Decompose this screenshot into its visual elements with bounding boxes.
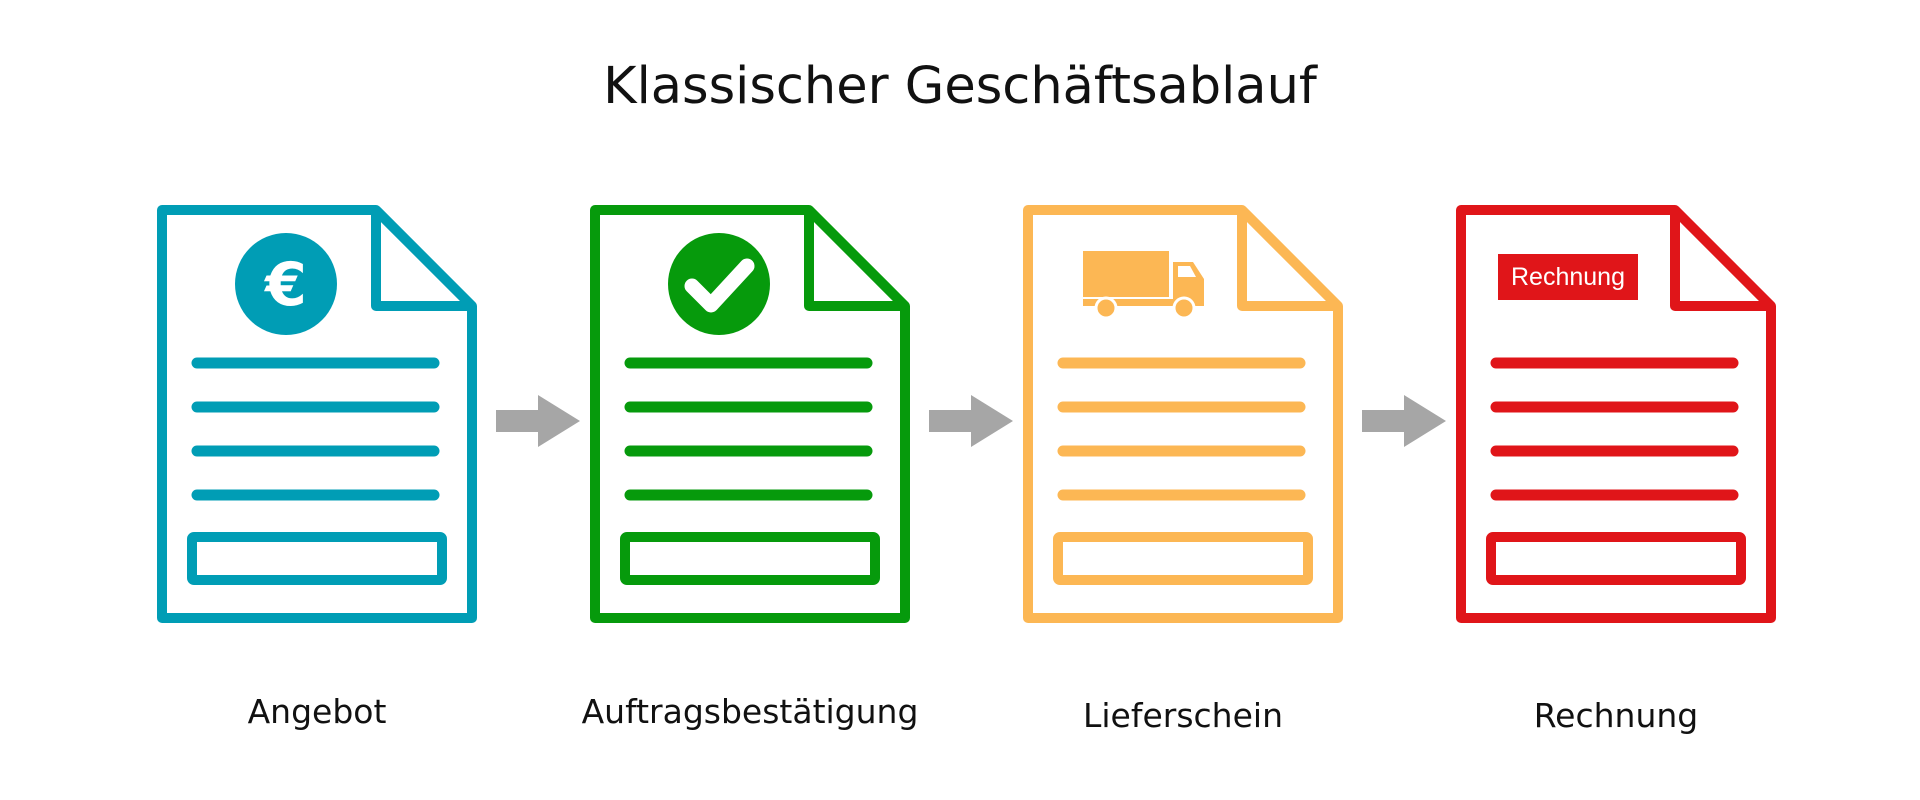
page-title: Klassischer Geschäftsablauf — [603, 57, 1317, 116]
checkmark-icon — [668, 233, 770, 335]
arrow-right-icon — [929, 395, 1013, 447]
truck-wheel — [1172, 296, 1196, 320]
total-box — [1053, 532, 1313, 585]
page-fold — [1670, 210, 1771, 311]
invoice-badge: Rechnung — [1498, 254, 1638, 300]
truck-cargo — [1083, 251, 1169, 297]
step-label-angebot: Angebot — [248, 692, 387, 731]
truck-icon — [1083, 251, 1204, 320]
page-fold — [371, 210, 472, 311]
invoice-badge-text: Rechnung — [1511, 263, 1625, 291]
truck-chassis — [1083, 299, 1204, 306]
document-outline — [590, 205, 910, 623]
total-box — [620, 532, 880, 585]
arrow-right-icon — [496, 395, 580, 447]
document-lieferschein — [1023, 205, 1343, 623]
page-fold — [1237, 210, 1338, 311]
truck-window — [1178, 266, 1196, 277]
document-outline — [1456, 205, 1776, 623]
truck-wheel — [1094, 296, 1118, 320]
invoice-badge-bg — [1498, 254, 1638, 300]
document-rechnung: Rechnung — [1456, 205, 1776, 623]
checkmark-stroke — [684, 258, 755, 313]
arrow-right-icon — [1362, 395, 1446, 447]
total-box — [1486, 532, 1746, 585]
step-label-lieferschein: Lieferschein — [1083, 696, 1283, 735]
euro-icon-circle — [235, 233, 337, 335]
euro-glyph: € — [263, 250, 307, 320]
document-outline — [1023, 205, 1343, 623]
document-auftragsbest-tigung — [590, 205, 910, 623]
euro-icon: € — [235, 233, 337, 335]
checkmark-icon-circle — [668, 233, 770, 335]
total-box — [187, 532, 447, 585]
document-angebot: € — [157, 205, 477, 623]
page-fold — [804, 210, 905, 311]
document-outline — [157, 205, 477, 623]
step-label-rechnung: Rechnung — [1534, 696, 1699, 735]
step-label-auftragsbest-tigung: Auftragsbestätigung — [582, 692, 919, 731]
